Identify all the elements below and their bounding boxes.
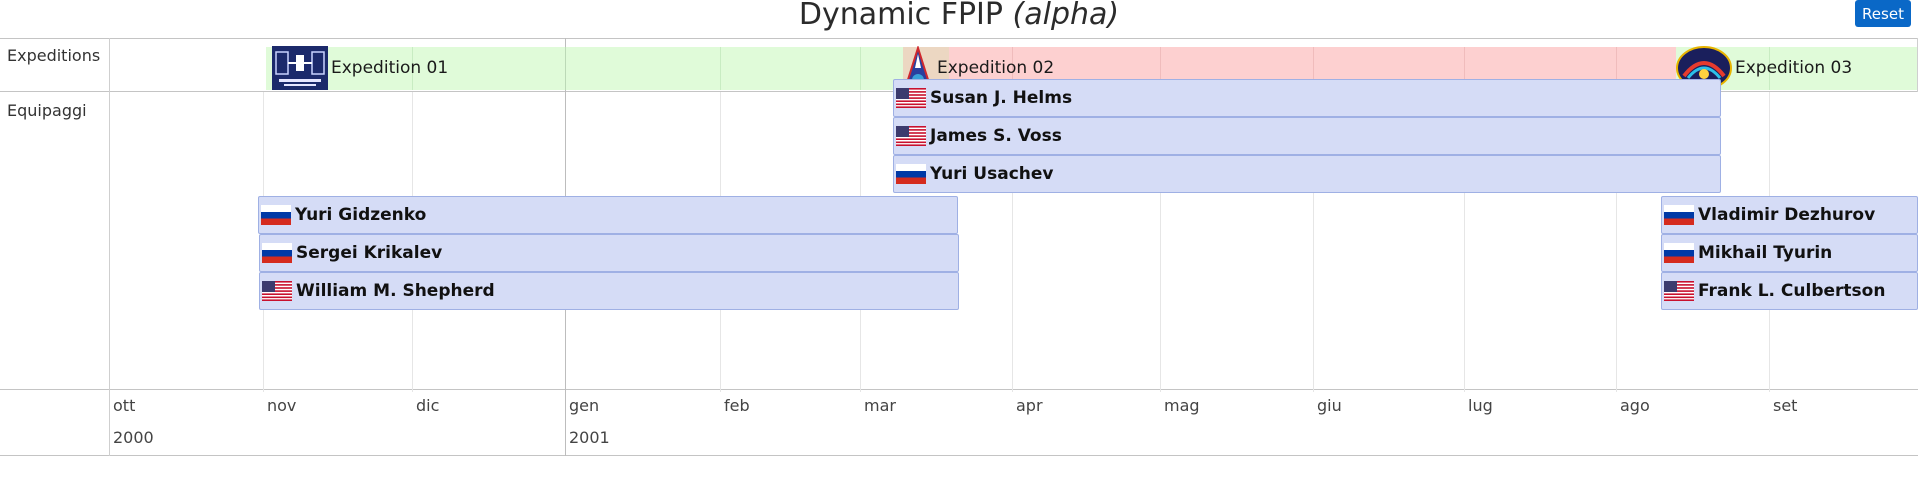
- expedition-03-item[interactable]: Expedition 03: [1676, 45, 1852, 91]
- crew-bar[interactable]: Vladimir Dezhurov: [1661, 196, 1918, 234]
- label-column-border: [109, 38, 110, 456]
- usa-flag-icon: [896, 88, 926, 108]
- crew-name: Yuri Usachev: [930, 164, 1054, 184]
- crew-name: William M. Shepherd: [296, 281, 495, 301]
- expedition-01-label: Expedition 01: [331, 58, 449, 78]
- russia-flag-icon: [1664, 243, 1694, 263]
- band-gridline-gen: [565, 47, 566, 90]
- band-gridline-dic: [412, 47, 413, 90]
- axis-year-label: 2001: [569, 428, 610, 447]
- expeditions-row-label: Expeditions: [7, 46, 101, 65]
- gridline-lug: [1464, 92, 1465, 392]
- axis-month-label: set: [1773, 396, 1798, 415]
- gridline-apr: [1012, 92, 1013, 392]
- gridline-ago: [1616, 92, 1617, 392]
- axis-month-label: ago: [1620, 396, 1650, 415]
- axis-month-label: apr: [1016, 396, 1043, 415]
- band-gridline-mag: [1160, 47, 1161, 90]
- crew-bar[interactable]: Susan J. Helms: [893, 79, 1721, 117]
- russia-flag-icon: [261, 205, 291, 225]
- usa-flag-icon: [262, 281, 292, 301]
- crew-name: James S. Voss: [930, 126, 1062, 146]
- crew-bar[interactable]: James S. Voss: [893, 117, 1721, 155]
- russia-flag-icon: [262, 243, 292, 263]
- crew-row-label: Equipaggi: [7, 101, 87, 120]
- band-gridline-lug: [1464, 47, 1465, 90]
- expedition-01-item[interactable]: Expedition 01: [272, 45, 448, 91]
- crew-bar[interactable]: Frank L. Culbertson: [1661, 272, 1918, 310]
- usa-flag-icon: [896, 126, 926, 146]
- page-title: Dynamic FPIP (alpha): [0, 0, 1918, 33]
- crew-bar[interactable]: William M. Shepherd: [259, 272, 959, 310]
- timeline-top-border: [0, 38, 1918, 39]
- usa-flag-icon: [1664, 281, 1694, 301]
- axis-month-label: nov: [267, 396, 297, 415]
- band-gridline-giu: [1313, 47, 1314, 90]
- crew-bar[interactable]: Yuri Usachev: [893, 155, 1721, 193]
- crew-bar[interactable]: Yuri Gidzenko: [258, 196, 958, 234]
- axis-month-label: giu: [1317, 396, 1342, 415]
- crew-name: Yuri Gidzenko: [295, 205, 427, 225]
- axis-month-label: ott: [113, 396, 136, 415]
- expedition-01-band[interactable]: [266, 47, 903, 90]
- title-subtitle: (alpha): [1012, 0, 1120, 32]
- crew-bar[interactable]: Sergei Krikalev: [259, 234, 959, 272]
- russia-flag-icon: [896, 164, 926, 184]
- band-gridline-feb: [720, 47, 721, 90]
- gridline-mag: [1160, 92, 1161, 392]
- band-gridline-ago: [1616, 47, 1617, 90]
- axis-month-label: mag: [1164, 396, 1200, 415]
- russia-flag-icon: [1664, 205, 1694, 225]
- timeline[interactable]: Expeditions Equipaggi Expedition 01: [0, 38, 1918, 456]
- crew-name: Vladimir Dezhurov: [1698, 205, 1876, 225]
- crew-name: Sergei Krikalev: [296, 243, 443, 263]
- axis-month-label: mar: [864, 396, 896, 415]
- timeline-bottom-border: [0, 455, 1918, 456]
- expedition-01-patch-icon: [272, 46, 328, 90]
- axis-month-label: lug: [1468, 396, 1493, 415]
- expedition-03-patch-icon: [1676, 46, 1732, 90]
- expedition-02-label: Expedition 02: [937, 58, 1055, 78]
- axis-year-label: 2000: [113, 428, 154, 447]
- band-gridline-mar: [860, 47, 861, 90]
- axis-month-label: dic: [416, 396, 440, 415]
- crew-bar[interactable]: Mikhail Tyurin: [1661, 234, 1918, 272]
- title-main: Dynamic FPIP: [798, 0, 1003, 32]
- axis-separator: [0, 389, 1918, 390]
- gridline-giu: [1313, 92, 1314, 392]
- band-gridline-set: [1769, 47, 1770, 90]
- crew-name: Frank L. Culbertson: [1698, 281, 1886, 301]
- expedition-03-label: Expedition 03: [1735, 58, 1853, 78]
- axis-month-label: feb: [724, 396, 750, 415]
- band-gridline-apr: [1012, 47, 1013, 90]
- crew-name: Mikhail Tyurin: [1698, 243, 1833, 263]
- axis-month-label: gen: [569, 396, 600, 415]
- crew-name: Susan J. Helms: [930, 88, 1073, 108]
- reset-button[interactable]: Reset: [1855, 0, 1911, 27]
